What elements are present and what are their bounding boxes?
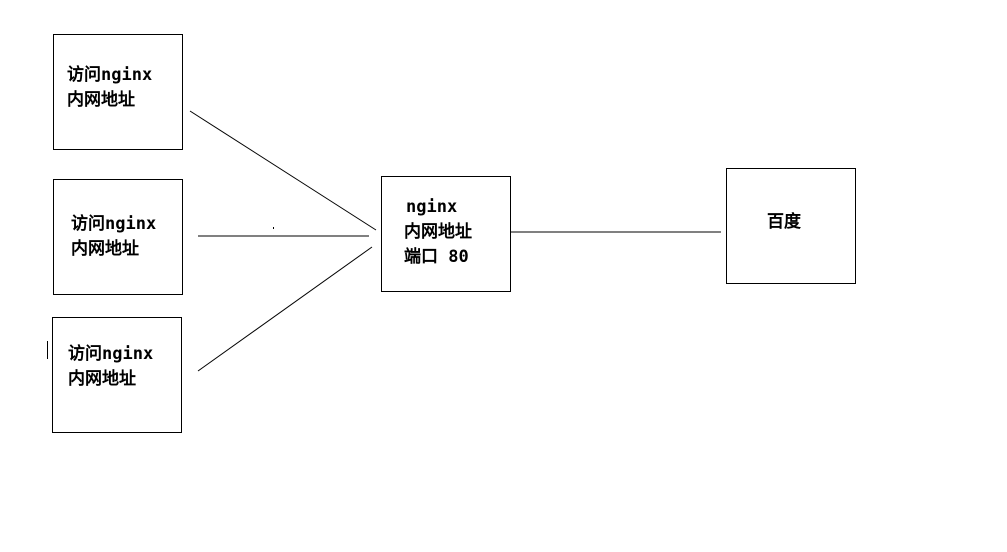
baidu-box-text: 百度 [767, 212, 801, 232]
client-box-2-line-1: 访问nginx [71, 214, 157, 234]
client-box-1-label: 访问nginx 内网地址 [67, 63, 152, 113]
client-box-3-line-2: 内网地址 [68, 369, 136, 389]
connector-client-3-to-nginx [197, 246, 373, 372]
client-box-1-line-1: 访问nginx [67, 65, 153, 85]
nginx-box-line-1: nginx [406, 197, 458, 217]
nginx-box-line-3: 端口 80 [404, 247, 469, 267]
baidu-box-label: 百度 [767, 210, 801, 235]
client-box-2-line-2: 内网地址 [71, 239, 139, 259]
nginx-box-label: nginx 内网地址 端口 80 [404, 195, 472, 270]
baidu-box [726, 168, 856, 284]
client-box-2 [53, 179, 183, 295]
nginx-box [381, 176, 511, 292]
client-box-1 [53, 34, 183, 150]
client-box-2-label: 访问nginx 内网地址 [71, 212, 156, 262]
stray-dot-mark [47, 341, 48, 359]
client-box-3 [52, 317, 182, 433]
stray-dot-mark [273, 227, 274, 229]
nginx-box-line-2: 内网地址 [404, 222, 472, 242]
connector-client-1-to-nginx [189, 110, 377, 231]
client-box-3-label: 访问nginx 内网地址 [68, 342, 153, 392]
client-box-1-line-2: 内网地址 [67, 90, 135, 110]
client-box-3-line-1: 访问nginx [68, 344, 154, 364]
